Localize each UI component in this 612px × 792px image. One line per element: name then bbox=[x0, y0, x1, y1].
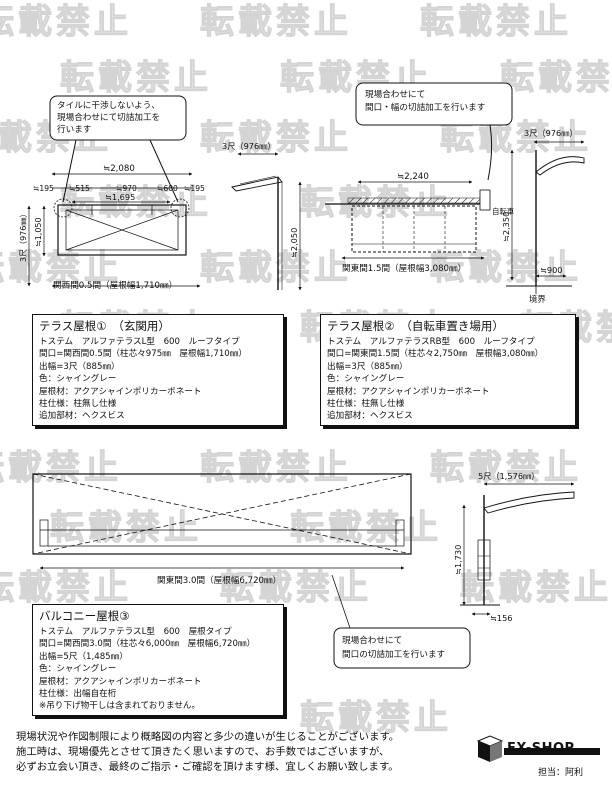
spec-box-balcony-3: バルコニー屋根③ トステム アルファテラスL型 600 屋根タイプ 間口=関西間… bbox=[32, 604, 284, 716]
section2-side-view: 3尺（976㎜） ≒2,350 ≒900 境界 bbox=[501, 128, 585, 304]
spec-line: 色：シャイングレー bbox=[39, 374, 117, 385]
section3-note: 現場合わせにて 間口の切詰加工を行います bbox=[333, 627, 471, 669]
section2-bottom-label: 関東間1.5間（屋根幅3,080㎜） bbox=[342, 262, 466, 274]
section2-boundary-label: 境界 bbox=[529, 294, 546, 304]
spec-box-terrace-2: テラス屋根② （自転車置き場用） トステム アルファテラスRB型 600 ルーフ… bbox=[320, 314, 576, 426]
spec-line: 間口=関西間0.5間（柱芯々975㎜ 屋根幅1,710㎜） bbox=[39, 349, 247, 360]
section1-bottom-label: 関西間0.5間（屋根幅1,710㎜） bbox=[53, 279, 177, 291]
dim-base: ≒900 bbox=[540, 265, 563, 275]
spec-line: トステム アルファテラスL型 600 ルーフタイプ bbox=[39, 337, 240, 347]
logo-url: http://www.ex-shop.net bbox=[507, 756, 570, 761]
spec-line: 屋根材：アクアシャインポリカーボネート bbox=[39, 386, 202, 397]
dim-inner-right: ≒600 bbox=[157, 184, 178, 193]
dim-height: ≒1,730 bbox=[453, 545, 463, 575]
section2-front-view: 現場合わせにて 間口・幅の切詰加工を行います ≒2,240 自転車 関東間1.5… bbox=[325, 82, 515, 274]
footer-line: 施工時は、現場優先とさせて頂きたく思いますので、お手数ではございますが、 bbox=[16, 746, 390, 758]
dim-height: ≒2,050 bbox=[289, 228, 299, 258]
roof3-frame bbox=[32, 473, 412, 555]
footer-line: 現場状況や作図制限により概略図の内容と多少の違いが生じることがございます。 bbox=[16, 731, 400, 743]
spec-line: 色：シャイングレー bbox=[327, 374, 405, 385]
roof1-frame bbox=[57, 204, 187, 256]
dim-height: ≒2,350 bbox=[501, 212, 511, 242]
dim-projection: 5尺（1,576㎜） bbox=[478, 471, 539, 481]
section2-note-line: 間口・幅の切詰加工を行います bbox=[365, 101, 485, 113]
spec-line: 追加部材：ヘクスビス bbox=[39, 411, 125, 422]
staff-label: 担当：阿利 bbox=[538, 768, 584, 778]
dim-projection: 3尺（976㎜） bbox=[524, 128, 578, 138]
dim-post-span: ≒1,695 bbox=[105, 192, 135, 202]
spec-box-title: テラス屋根① （玄関用） bbox=[39, 319, 170, 333]
section1-note-leader bbox=[149, 139, 179, 203]
dim-left-end: ≒195 bbox=[33, 184, 54, 193]
spec-line: 出幅=3尺（885㎜） bbox=[327, 361, 408, 372]
dim-inner-left: ≒515 bbox=[69, 184, 90, 193]
section3-bottom-label: 関東間3.0間（屋根幅6,720㎜） bbox=[157, 574, 281, 586]
footer-notice: 現場状況や作図制限により概略図の内容と多少の違いが生じることがございます。 施工… bbox=[16, 730, 399, 775]
dim-total-width: ≒2,080 bbox=[103, 164, 135, 174]
section1-side-view: 3尺（976㎜） ≒2,050 bbox=[222, 141, 302, 291]
section2-note-box bbox=[355, 82, 513, 126]
spec-line: 間口=関東間1.5間（柱芯々2,750㎜ 屋根幅3,080㎜） bbox=[327, 349, 544, 360]
dim-base: ≒156 bbox=[490, 613, 513, 623]
section1-note-line: タイルに干渉しないよう、 bbox=[57, 99, 160, 111]
spec-line: 出幅=5尺（1,485㎜） bbox=[39, 651, 128, 662]
spec-line: 柱仕様：出幅自在桁 bbox=[39, 689, 117, 700]
dim-right-end: ≒195 bbox=[184, 184, 205, 193]
dim-center: ≒970 bbox=[116, 184, 137, 193]
section3-front-view: 関東間3.0間（屋根幅6,720㎜） bbox=[32, 473, 412, 629]
dim-projection-top: 3尺（976㎜） bbox=[222, 141, 276, 151]
spec-line: 間口=関西間3.0間（柱芯々6,000㎜ 屋根幅6,720㎜） bbox=[39, 639, 256, 650]
spec-line: 屋根材：アクアシャインポリカーボネート bbox=[327, 386, 490, 397]
section3-note-line: 間口の切詰加工を行います bbox=[342, 648, 445, 660]
spec-line: ※吊り下げ物干しは含まれておりません。 bbox=[39, 701, 201, 712]
section1-front-view: タイルに干渉しないよう、 現場合わせにて切詰加工を 行います ≒2,080 ≒1… bbox=[19, 95, 205, 291]
spec-box-terrace-1: テラス屋根① （玄関用） トステム アルファテラスL型 600 ルーフタイプ 間… bbox=[32, 314, 284, 426]
section1-note-line: 現場合わせにて切詰加工を bbox=[57, 111, 160, 123]
spec-line: 出幅=3尺（885㎜） bbox=[39, 361, 120, 372]
section1-note-line: 行います bbox=[57, 123, 91, 135]
logo-mark bbox=[476, 735, 600, 762]
spec-line: 屋根材：アクアシャインポリカーボネート bbox=[39, 676, 202, 687]
spec-line: トステム アルファテラスL型 600 屋根タイプ bbox=[39, 627, 232, 637]
section2-note-line: 現場合わせにて bbox=[365, 88, 425, 100]
dim-width: ≒2,240 bbox=[397, 172, 429, 182]
logo-name: EX-SHOP bbox=[507, 741, 575, 756]
spec-line: 追加部材：ヘクスビス bbox=[327, 411, 413, 422]
footer-line: 必ずお立会い頂き、最終のご指示・ご確認を頂けます様、宜しくお願い致します。 bbox=[16, 761, 399, 773]
section3-note-line: 現場合わせにて bbox=[342, 634, 402, 646]
spec-box-title: バルコニー屋根③ bbox=[39, 609, 130, 623]
spec-line: 柱仕様：柱無し仕様 bbox=[39, 399, 117, 410]
section3-note-box bbox=[333, 627, 471, 669]
section3-side-view: 5尺（1,576㎜） ≒1,730 ≒156 bbox=[453, 471, 575, 623]
spec-line: トステム アルファテラスRB型 600 ルーフタイプ bbox=[327, 337, 535, 347]
dim-side-height: ≒1,050 bbox=[34, 217, 43, 247]
spec-line: 色：シャイングレー bbox=[39, 664, 117, 675]
spec-line: 柱仕様：柱無し仕様 bbox=[327, 399, 405, 410]
dim-projection-vertical: 3尺（976㎜） bbox=[19, 210, 28, 262]
section2-wall-label: 自転車 bbox=[492, 207, 515, 216]
section1-note-box bbox=[49, 95, 187, 141]
spec-box-title: テラス屋根② （自転車置き場用） bbox=[327, 319, 504, 333]
section1-note-leader bbox=[62, 139, 77, 203]
